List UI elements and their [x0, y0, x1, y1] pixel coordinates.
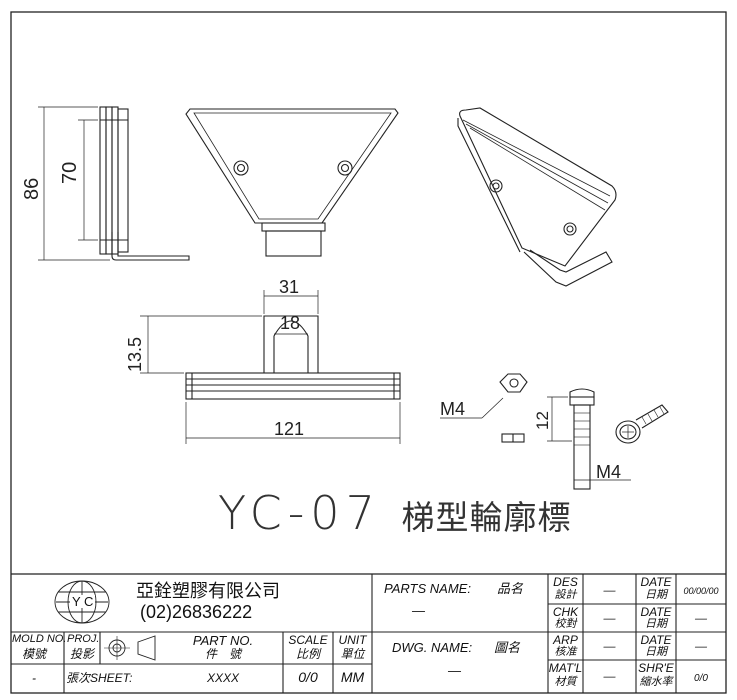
- shre-value: 0/0: [694, 673, 708, 684]
- unit-label: UNIT: [338, 633, 367, 647]
- arp-value: —: [603, 639, 616, 653]
- chk-cn: 校對: [554, 618, 577, 630]
- proj-cn: 投影: [70, 647, 95, 661]
- unit-value: MM: [340, 669, 365, 685]
- date-value-2: —: [695, 611, 707, 625]
- chk-label: CHK: [552, 605, 579, 619]
- arp-label: ARP: [553, 633, 578, 647]
- matl-cn: 材質: [554, 676, 577, 688]
- company-logo: [54, 580, 110, 624]
- dim-top-width: 31: [279, 277, 300, 297]
- matl-label: MAT'L: [548, 661, 583, 675]
- date-label-2: DATE: [640, 605, 672, 619]
- unit-cn: 單位: [340, 647, 365, 661]
- date-label-3: DATE: [640, 633, 672, 647]
- mold-no-value: -: [32, 671, 36, 685]
- shre-label: SHR'E: [638, 661, 674, 675]
- chk-value: —: [603, 611, 616, 625]
- projection-symbol-icon: [104, 635, 156, 661]
- date-value-1: 00/00/00: [683, 586, 719, 596]
- date-cn-1: 日期: [645, 589, 667, 601]
- dwg-name-label: DWG. NAME:: [392, 640, 473, 655]
- drawing-name: 梯型輪廓標: [401, 498, 572, 537]
- dim-slot-width: 18: [280, 313, 301, 333]
- dim-screw-label: M4: [596, 462, 622, 482]
- parts-name-value: —: [412, 603, 425, 618]
- company-phone: (02)26836222: [140, 602, 253, 622]
- top-view: [140, 290, 401, 444]
- drawing-frame: [10, 11, 727, 694]
- dim-length: 121: [274, 419, 305, 439]
- parts-name-label: PARTS NAME:: [384, 581, 471, 596]
- date-cn-3: 日期: [645, 646, 667, 658]
- part-no-value: XXXX: [206, 671, 239, 685]
- matl-value: —: [603, 669, 616, 683]
- scale-cn: 比例: [295, 647, 320, 661]
- company-name: 亞銓塑膠有限公司: [136, 581, 280, 601]
- dwg-name-cn: 圖名: [494, 640, 521, 655]
- dim-screw-length: 12: [533, 411, 552, 430]
- drawing-code: YC-07: [218, 486, 381, 540]
- scale-value: 0/0: [298, 669, 318, 685]
- part-no-cn: 件 號: [204, 647, 241, 661]
- des-label: DES: [553, 575, 578, 589]
- date-cn-2: 日期: [645, 618, 667, 630]
- title-block-lines: [11, 573, 726, 693]
- des-value: —: [603, 583, 616, 597]
- hardware: [440, 373, 669, 490]
- arp-cn: 核准: [554, 646, 577, 658]
- dim-height-total: 86: [21, 177, 43, 200]
- dim-height-inner: 70: [59, 161, 81, 184]
- mold-no-cn: 模號: [22, 647, 47, 661]
- logo-text: Y C: [70, 594, 96, 609]
- des-cn: 設計: [554, 589, 577, 601]
- proj-label: PROJ.: [67, 633, 100, 645]
- mold-no-label: MOLD NO.: [12, 633, 67, 645]
- side-view: [38, 106, 190, 261]
- date-label-1: DATE: [640, 575, 672, 589]
- sheet-label: 張次SHEET:: [66, 671, 133, 685]
- shre-cn: 縮水率: [639, 676, 673, 688]
- scale-label: SCALE: [288, 633, 328, 647]
- part-no-label: PART NO.: [192, 633, 254, 648]
- isometric-view: [457, 107, 617, 287]
- date-value-3: —: [695, 639, 707, 653]
- dwg-name-value: —: [448, 663, 461, 678]
- front-view: [185, 108, 399, 257]
- parts-name-cn: 品名: [497, 581, 524, 596]
- dim-bracket-height: 13.5: [125, 336, 145, 372]
- dim-nut-label: M4: [440, 399, 466, 419]
- drawing-title: YC-07 梯型輪廓標: [218, 486, 571, 540]
